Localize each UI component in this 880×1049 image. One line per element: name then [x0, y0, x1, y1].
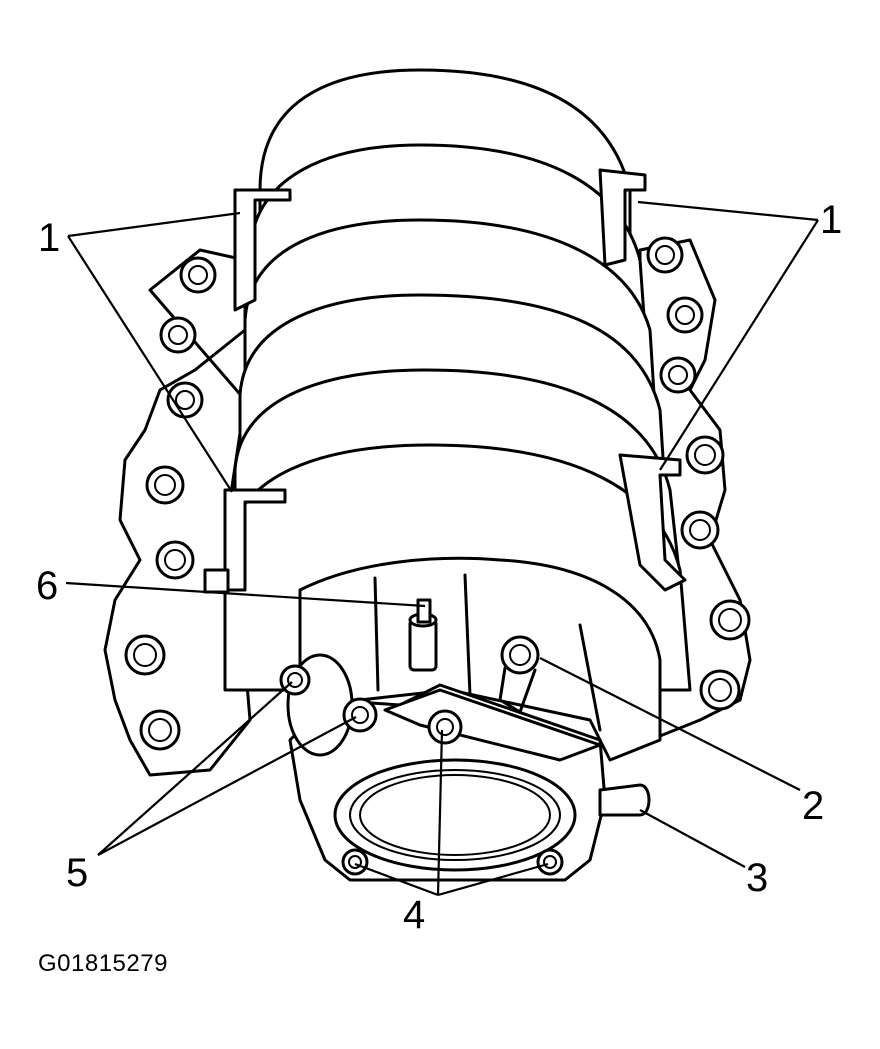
fuel-rail-bracket-right	[598, 168, 687, 592]
figure-id: G01815279	[38, 950, 168, 977]
callout-3: 3	[746, 856, 769, 900]
callout-6: 6	[36, 564, 59, 608]
callout-1-right: 1	[820, 198, 843, 242]
throttle-body	[279, 653, 651, 882]
bolt-bosses-left	[124, 256, 217, 751]
callout-2: 2	[802, 784, 825, 828]
callout-5: 5	[66, 851, 89, 895]
callout-1-left: 1	[38, 216, 61, 260]
bolt-bosses-right	[646, 236, 751, 711]
leader-lines	[65, 200, 819, 897]
manifold-front-face	[298, 556, 662, 762]
port-2	[498, 635, 540, 714]
fuel-rail-bracket-left	[203, 188, 292, 594]
callout-4: 4	[403, 893, 426, 937]
